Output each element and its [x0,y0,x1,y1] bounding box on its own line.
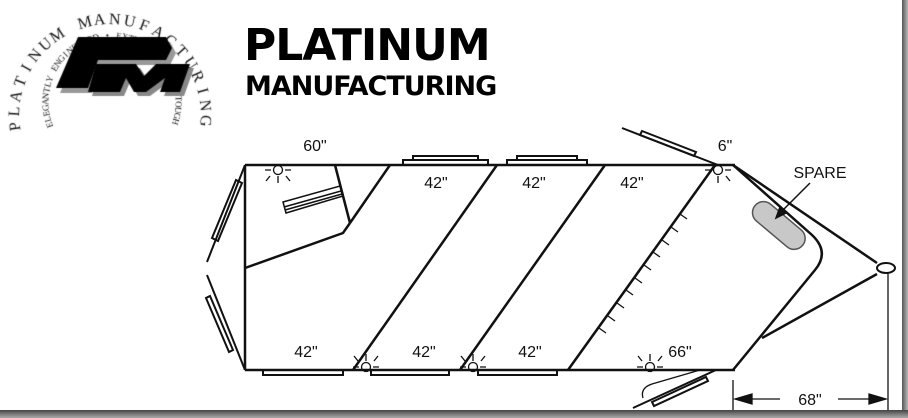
company-subtitle: MANUFACTURING [245,71,497,102]
light-icon [460,354,486,373]
escape-doors [621,127,719,409]
stall-width-label: 66" [668,344,691,361]
gooseneck-length-label: 68" [798,392,821,409]
image-frame-right [902,0,908,418]
nose-width-label: 6" [718,138,733,155]
hitch-coupler [876,262,896,274]
company-logo [0,0,240,140]
stall-width-label: 42" [518,344,541,361]
spare-tire [751,200,806,251]
image-frame-bottom [0,410,908,418]
light-icon [705,164,731,183]
stall-width-label: 42" [412,344,435,361]
dimension-68 [732,272,889,410]
stall-width-label: 42" [620,175,643,192]
stall-width-label: 42" [424,175,447,192]
lights [265,164,731,373]
divider-ticks [598,213,688,334]
light-icon [637,354,663,373]
stall-width-label: 42" [294,344,317,361]
company-title: PLATINUM [244,20,491,71]
stall-width-label: 42" [522,175,545,192]
rear-doors [204,164,246,371]
spare-arrow [774,182,811,220]
stall-dividers [351,164,717,371]
saddle-rack [282,185,344,214]
light-icon [265,164,291,183]
windows [262,155,588,376]
tack-width-label: 60" [303,138,326,155]
tack-room-walls [244,164,392,270]
spare-label: SPARE [793,165,846,182]
light-icon [353,354,379,373]
